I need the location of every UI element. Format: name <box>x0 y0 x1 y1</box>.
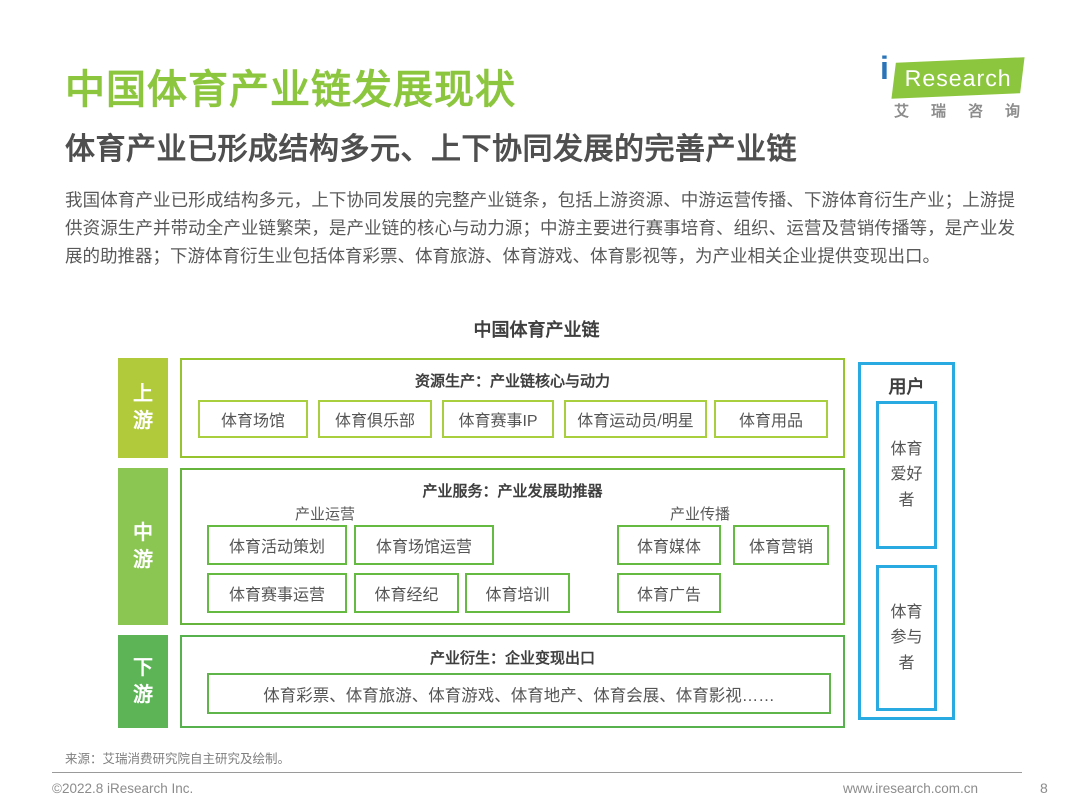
logo-i-mark: i <box>880 50 889 86</box>
midstream-container: 产业服务：产业发展助推器 产业运营 产业传播 体育活动策划 体育场馆运营 体育媒… <box>180 468 845 625</box>
midstream-item-competition-operation: 体育赛事运营 <box>207 573 347 613</box>
group-label-communication: 产业传播 <box>669 506 730 523</box>
midstream-item-sports-brokerage: 体育经纪 <box>354 573 459 613</box>
row-label-midstream-text: 中游 <box>133 521 153 571</box>
intro-paragraph: 我国体育产业已形成结构多元，上下协同发展的完整产业链条，包括上游资源、中游运营传… <box>65 190 1015 266</box>
page-title: 中国体育产业链发展现状 <box>65 68 516 112</box>
upstream-container: 资源生产：产业链核心与动力 体育场馆 体育俱乐部 体育赛事IP 体育运动员/明星… <box>180 358 845 458</box>
logo-green-shape: Research <box>891 57 1025 99</box>
upstream-item-goods: 体育用品 <box>714 400 828 438</box>
downstream-item-derivatives: 体育彩票、体育旅游、体育游戏、体育地产、体育会展、体育影视…… <box>207 673 831 714</box>
upstream-header: 资源生产：产业链核心与动力 <box>414 373 610 390</box>
midstream-item-sports-training: 体育培训 <box>465 573 570 613</box>
footer-divider <box>52 772 1022 773</box>
source-note: 来源：艾瑞消费研究院自主研究及绘制。 <box>65 752 291 766</box>
midstream-item-sports-marketing: 体育营销 <box>733 525 829 565</box>
midstream-item-event-planning: 体育活动策划 <box>207 525 347 565</box>
logo-chinese-name: 艾 瑞 咨 询 <box>894 100 1020 121</box>
logo-cn-char: 艾 <box>894 103 910 120</box>
user-box-enthusiasts-text: 体育爱好者 <box>890 440 923 509</box>
user-panel: 用户 体育爱好者 体育参与者 <box>858 362 955 720</box>
group-label-operation: 产业运营 <box>294 506 355 523</box>
row-label-downstream: 下游 <box>118 635 168 728</box>
diagram-title: 中国体育产业链 <box>473 320 600 340</box>
page-subtitle: 体育产业已形成结构多元、上下协同发展的完善产业链 <box>65 133 797 166</box>
upstream-item-clubs: 体育俱乐部 <box>318 400 432 438</box>
logo-cn-char: 咨 <box>967 103 983 120</box>
user-box-enthusiasts: 体育爱好者 <box>876 401 937 549</box>
upstream-item-athletes: 体育运动员/明星 <box>564 400 707 438</box>
row-label-downstream-text: 下游 <box>133 656 153 706</box>
user-box-participants-text: 体育参与者 <box>890 603 923 672</box>
footer-website: www.iresearch.com.cn <box>843 781 979 796</box>
footer-page-number: 8 <box>1040 780 1048 796</box>
midstream-item-sports-media: 体育媒体 <box>617 525 721 565</box>
row-label-upstream-text: 上游 <box>133 383 153 432</box>
midstream-item-sports-advertising: 体育广告 <box>617 573 721 613</box>
iresearch-logo: i Research 艾 瑞 咨 询 <box>872 50 1025 120</box>
footer-copyright: ©2022.8 iResearch Inc. <box>52 781 194 796</box>
upstream-item-venues: 体育场馆 <box>198 400 308 438</box>
user-box-participants: 体育参与者 <box>876 565 937 711</box>
downstream-container: 产业衍生：企业变现出口 体育彩票、体育旅游、体育游戏、体育地产、体育会展、体育影… <box>180 635 845 728</box>
logo-research-text: Research <box>904 64 1012 91</box>
midstream-header: 产业服务：产业发展助推器 <box>422 483 603 500</box>
logo-cn-char: 询 <box>1004 103 1020 120</box>
upstream-item-event-ip: 体育赛事IP <box>442 400 554 438</box>
midstream-item-venue-operation: 体育场馆运营 <box>354 525 494 565</box>
downstream-header: 产业衍生：企业变现出口 <box>429 650 595 667</box>
logo-cn-char: 瑞 <box>930 103 946 120</box>
user-panel-title: 用户 <box>888 377 925 397</box>
row-label-upstream: 上游 <box>118 358 168 458</box>
row-label-midstream: 中游 <box>118 468 168 625</box>
